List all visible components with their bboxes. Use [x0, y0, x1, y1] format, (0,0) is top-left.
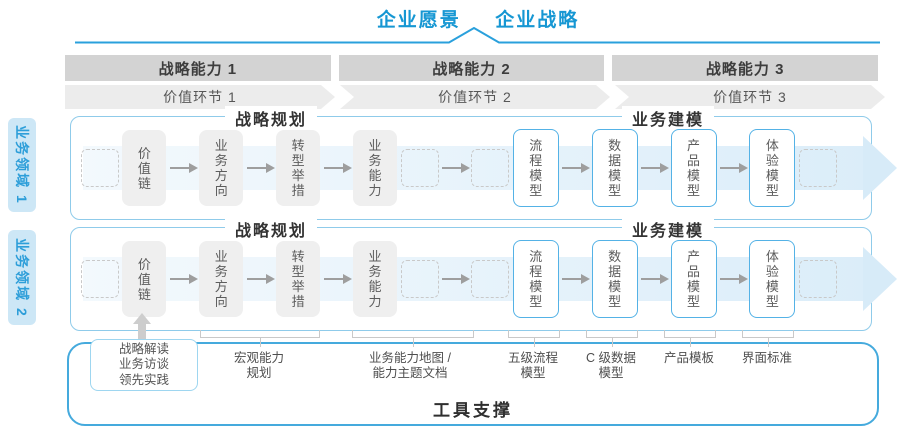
brace-connector — [508, 330, 560, 347]
diagram-header: 企业愿景 企业战略 — [75, 5, 881, 32]
flow-box-business-capability: 业务能力 — [353, 130, 398, 206]
flow-box-label: 产品模型 — [687, 138, 701, 198]
flow-box-label: 业务能力 — [368, 138, 382, 198]
flow-arrow-icon — [562, 163, 591, 173]
strategy-title: 企业战略 — [495, 10, 580, 31]
annotation-product-template: 产品模板 — [663, 351, 715, 365]
flow-box-label: 数据模型 — [608, 138, 622, 198]
flow-box-label: 数据模型 — [608, 249, 622, 309]
flow-box-label: 体验模型 — [765, 249, 779, 309]
flow-box-data-model: 数据模型 — [591, 240, 638, 318]
flow-box-label: 体验模型 — [765, 138, 779, 198]
flow-box-process-model: 流程模型 — [512, 240, 559, 318]
flow-arrow-icon — [720, 274, 748, 284]
section-title-planning: 战略规划 — [224, 217, 318, 241]
capability-bar-1: 战略能力 1 — [65, 55, 331, 81]
value-link-2: 价值环节 2 — [340, 85, 610, 109]
flow-arrow-icon — [169, 163, 198, 173]
flow-box-business-direction: 业务方向 — [199, 130, 244, 206]
flow-arrow-icon — [641, 274, 670, 284]
tool-support-container: 工具支撑 — [67, 342, 879, 426]
flow-box-experience-model: 体验模型 — [749, 129, 796, 207]
flow-box-label: 转型举措 — [291, 249, 305, 309]
vision-connector-line — [75, 27, 880, 44]
flow-box-process-model: 流程模型 — [512, 129, 559, 207]
flow-box-label: 流程模型 — [529, 138, 543, 198]
flow-sequence: 价值链 业务方向 转型举措 业务能力 流程模型 数据模型 产品模型 体验模型 — [81, 117, 837, 219]
flow-box-business-direction: 业务方向 — [199, 241, 244, 317]
brace-connector — [664, 330, 716, 347]
section-title-modeling: 业务建模 — [621, 106, 715, 130]
flow-sequence: 价值链 业务方向 转型举措 业务能力 流程模型 数据模型 产品模型 体验模型 — [81, 228, 837, 330]
flow-box-value-chain: 价值链 — [122, 130, 167, 206]
placeholder-slot — [81, 260, 119, 298]
brace-connector — [742, 330, 794, 347]
annotation-c-level-data-model: C 级数据 模型 — [585, 351, 637, 380]
flow-arrow-icon — [562, 274, 591, 284]
strategic-capability-bars: 战略能力 1 战略能力 2 战略能力 3 — [65, 55, 879, 81]
placeholder-slot — [400, 260, 439, 298]
capability-bar-2: 战略能力 2 — [338, 55, 605, 81]
value-link-1: 价值环节 1 — [65, 85, 335, 109]
flow-box-product-model: 产品模型 — [670, 129, 717, 207]
flow-box-label: 价值链 — [137, 256, 151, 302]
flow-box-label: 业务能力 — [368, 249, 382, 309]
domain-row-2: 战略规划 业务建模 价值链 业务方向 转型举措 业务能力 流程模型 数据模型 产… — [70, 217, 897, 331]
annotation-capability-map: 业务能力地图 / 能力主题文档 — [369, 351, 451, 380]
flow-box-experience-model: 体验模型 — [749, 240, 796, 318]
capability-bar-3: 战略能力 3 — [612, 55, 879, 81]
flow-band-arrowhead-icon — [863, 136, 897, 200]
flow-arrow-icon — [323, 163, 352, 173]
business-domain-label-2: 业务领域 2 — [8, 230, 36, 325]
flow-arrow-icon — [441, 163, 470, 173]
domain-label-text: 业务领域 1 — [14, 125, 30, 205]
value-chain-chevrons: 价值环节 1 价值环节 2 价值环节 3 — [65, 85, 885, 109]
strategy-inputs-box: 战略解读 业务访谈 领先实践 — [90, 339, 198, 391]
flow-band-arrowhead-icon — [863, 247, 897, 311]
flow-box-data-model: 数据模型 — [591, 129, 638, 207]
flow-box-value-chain: 价值链 — [122, 241, 167, 317]
annotation-ui-standard: 界面标准 — [741, 351, 793, 365]
section-title-planning: 战略规划 — [224, 106, 318, 130]
domain-label-text: 业务领域 2 — [14, 237, 30, 318]
annotation-l5-process-model: 五级流程 模型 — [507, 351, 559, 380]
section-title-modeling: 业务建模 — [621, 217, 715, 241]
placeholder-slot — [798, 149, 837, 187]
placeholder-slot — [400, 149, 439, 187]
flow-box-transformation-initiatives: 转型举措 — [276, 241, 321, 317]
up-arrow-icon — [133, 313, 151, 339]
business-domain-label-1: 业务领域 1 — [8, 118, 36, 212]
flow-arrow-icon — [323, 274, 352, 284]
flow-arrow-icon — [246, 274, 275, 284]
flow-box-label: 转型举措 — [291, 138, 305, 198]
placeholder-slot — [81, 149, 119, 187]
brace-connector — [586, 330, 638, 347]
domain-row-1: 战略规划 业务建模 价值链 业务方向 转型举措 业务能力 流程模型 数据模型 产… — [70, 106, 897, 220]
value-link-3: 价值环节 3 — [615, 85, 885, 109]
flow-arrow-icon — [641, 163, 670, 173]
flow-arrow-icon — [441, 274, 470, 284]
placeholder-slot — [471, 260, 510, 298]
vision-title: 企业愿景 — [376, 10, 461, 31]
flow-arrow-icon — [169, 274, 198, 284]
annotation-macro-capability-planning: 宏观能力 规划 — [233, 351, 285, 380]
flow-arrow-icon — [720, 163, 748, 173]
brace-connector — [200, 330, 320, 347]
placeholder-slot — [798, 260, 837, 298]
brace-connector — [352, 330, 474, 347]
placeholder-slot — [471, 149, 510, 187]
flow-box-product-model: 产品模型 — [670, 240, 717, 318]
flow-box-label: 业务方向 — [214, 249, 228, 309]
flow-box-business-capability: 业务能力 — [353, 241, 398, 317]
flow-box-label: 业务方向 — [214, 138, 228, 198]
flow-arrow-icon — [246, 163, 275, 173]
flow-box-label: 产品模型 — [687, 249, 701, 309]
tool-support-label: 工具支撑 — [433, 401, 513, 420]
flow-box-label: 价值链 — [137, 145, 151, 191]
flow-box-label: 流程模型 — [529, 249, 543, 309]
flow-box-transformation-initiatives: 转型举措 — [276, 130, 321, 206]
